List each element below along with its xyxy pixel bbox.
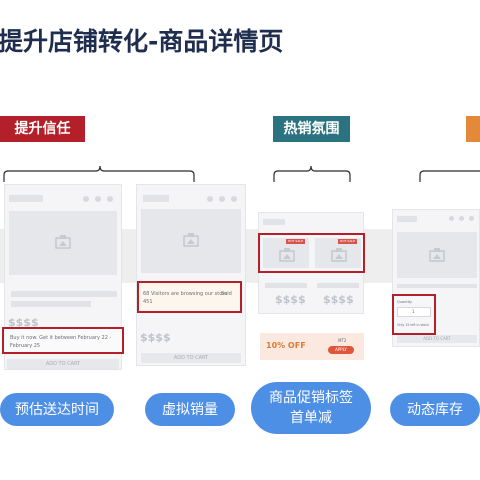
discount-code: MT2 xyxy=(338,338,347,343)
delivery-estimate-text: Buy it now. Get it between February 22 -… xyxy=(10,335,112,349)
feature-pill-virtual-sales: 虚拟销量 xyxy=(145,393,235,426)
add-to-cart-button[interactable]: ADD TO CART xyxy=(397,335,477,343)
stock-text: Only 15 left in stock xyxy=(397,323,429,327)
category-tag-hot-sales: 热销氛围 xyxy=(273,116,350,142)
price-placeholder: $$$$ xyxy=(140,331,171,344)
image-icon xyxy=(429,248,445,262)
apply-button[interactable]: APPLY xyxy=(328,346,354,354)
feature-pill-promo-tag: 商品促销标签 首单减 xyxy=(251,382,371,434)
product-image-placeholder xyxy=(141,209,241,273)
dynamic-stock-highlight: Quantity 1 Only 15 left in stock xyxy=(392,294,436,335)
delivery-estimate-highlight: Buy it now. Get it between February 22 -… xyxy=(2,327,124,354)
quantity-stepper[interactable]: 1 xyxy=(397,307,431,317)
product-image-placeholder xyxy=(397,232,477,278)
bracket-hot-sales xyxy=(273,165,351,182)
price-placeholder-right: $$$$ xyxy=(323,293,354,306)
bracket-trust xyxy=(3,165,195,182)
hot-sale-badge-left: HOT SALE xyxy=(286,239,305,244)
bracket-third xyxy=(419,170,480,182)
sold-label: Sold xyxy=(221,291,232,297)
image-icon xyxy=(183,233,199,247)
quantity-value: 1 xyxy=(412,309,415,314)
discount-text: 10% OFF xyxy=(266,341,306,350)
add-to-cart-button[interactable]: ADD TO CART xyxy=(141,353,241,363)
feature-pill-delivery-estimate: 预估送达时间 xyxy=(0,393,114,426)
price-placeholder-left: $$$$ xyxy=(275,293,306,306)
page-title: 提升店铺转化-商品详情页 xyxy=(0,27,284,56)
hot-sale-highlight: HOT SALE HOT SALE xyxy=(258,233,365,273)
hot-sale-badge-right: HOT SALE xyxy=(338,239,357,244)
price-placeholder: $$$$ xyxy=(8,316,39,329)
visitors-text: 68 Visitors are browsing our store xyxy=(143,291,228,297)
product-image-placeholder xyxy=(9,211,117,275)
quantity-label: Quantity xyxy=(397,300,413,304)
category-tag-third xyxy=(466,116,480,142)
image-icon xyxy=(55,235,71,249)
feature-pill-dynamic-stock: 动态库存 xyxy=(390,393,480,426)
virtual-sales-highlight: 68 Visitors are browsing our store Sold … xyxy=(137,281,242,313)
image-icon xyxy=(331,248,347,262)
mockup-card-sales: $$$$ ADD TO CART xyxy=(136,184,246,366)
sold-count: 451 xyxy=(143,299,153,305)
add-to-cart-button[interactable]: ADD TO CART xyxy=(7,359,119,369)
group-brackets xyxy=(3,165,480,182)
discount-banner: 10% OFF MT2 APPLY xyxy=(260,333,364,360)
category-tag-trust: 提升信任 xyxy=(0,116,85,142)
image-icon xyxy=(279,248,295,262)
